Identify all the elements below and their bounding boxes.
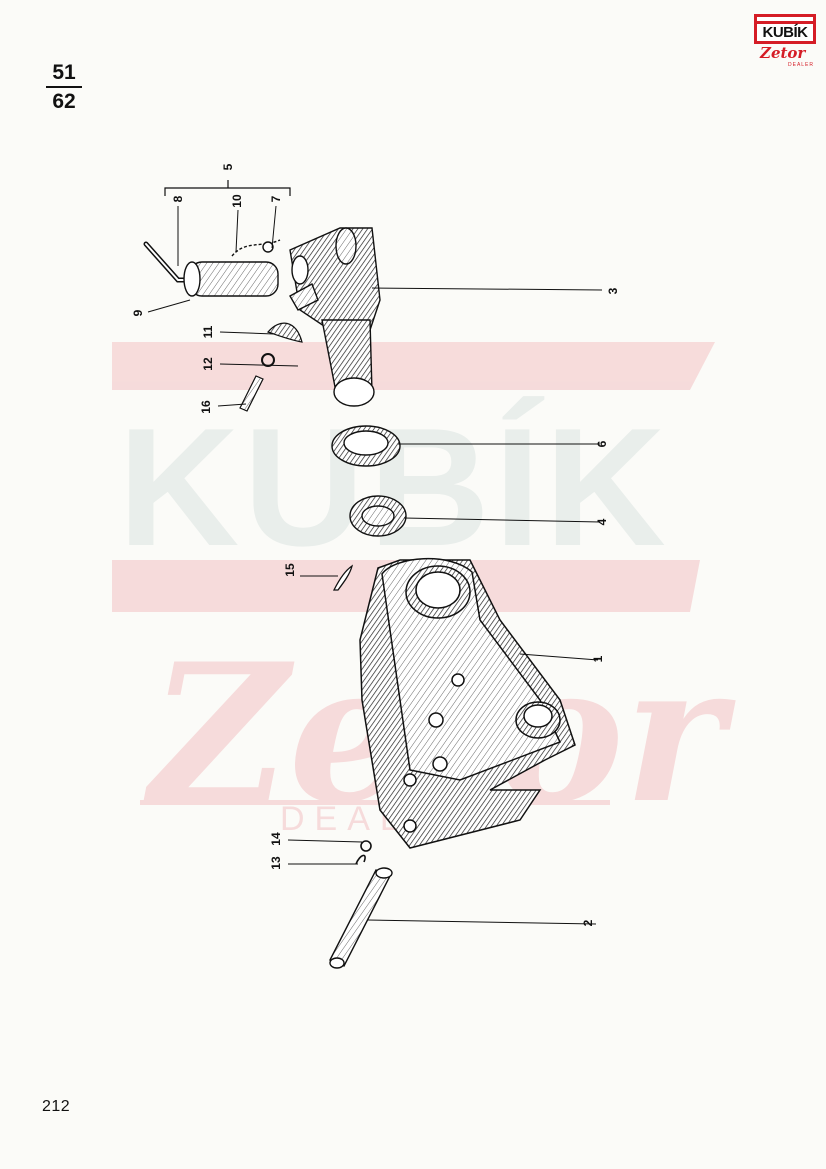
- part-2-bolt: [329, 867, 393, 969]
- callout-14: 14: [269, 832, 283, 846]
- callout-9: 9: [131, 309, 145, 317]
- watermark-kubik-text: KUBÍK: [118, 393, 670, 581]
- part-15-cotter-pin: [332, 564, 354, 591]
- part-11-latch: [266, 322, 303, 343]
- callout-4: 4: [595, 518, 609, 526]
- page-number: 212: [42, 1098, 71, 1115]
- callout-10: 10: [230, 194, 244, 208]
- callout-1: 1: [591, 655, 605, 663]
- callout-6: 6: [595, 440, 609, 448]
- callout-13: 13: [269, 856, 283, 870]
- part-6-ring: [331, 425, 401, 467]
- part-4-nut: [349, 495, 407, 537]
- part-1-main-bracket: [359, 557, 576, 849]
- callout-8: 8: [171, 195, 185, 203]
- callout-11: 11: [201, 325, 215, 339]
- figure-number-top: 51: [52, 61, 76, 84]
- kubik-zetor-logo: KUBÍK Zetor DEALER: [754, 14, 816, 72]
- part-3-spindle: [289, 227, 381, 407]
- part-lock-pin-assembly: [143, 239, 281, 297]
- part-12-spring-ring: [261, 353, 275, 367]
- callout-7: 7: [269, 195, 283, 203]
- figure-number: 51 62: [44, 62, 84, 113]
- logo-box: KUBÍK: [754, 14, 816, 44]
- figure-number-bottom: 62: [52, 90, 76, 113]
- callout-16: 16: [199, 400, 213, 414]
- bracket-5: [164, 180, 291, 196]
- logo-kubik-text: KUBÍK: [762, 24, 809, 41]
- leader-lines: [147, 205, 603, 925]
- part-13-clip: [355, 854, 366, 865]
- part-14-washer: [360, 840, 372, 852]
- callout-5: 5: [221, 163, 235, 171]
- callout-12: 12: [201, 357, 215, 371]
- callout-3: 3: [606, 287, 620, 295]
- fraction-bar: [46, 86, 82, 88]
- logo-dealer-text: DEALER: [788, 62, 815, 68]
- logo-zetor-text: Zetor: [760, 44, 806, 62]
- callout-2: 2: [581, 919, 595, 927]
- part-16-pin: [239, 375, 264, 412]
- callout-15: 15: [283, 563, 297, 577]
